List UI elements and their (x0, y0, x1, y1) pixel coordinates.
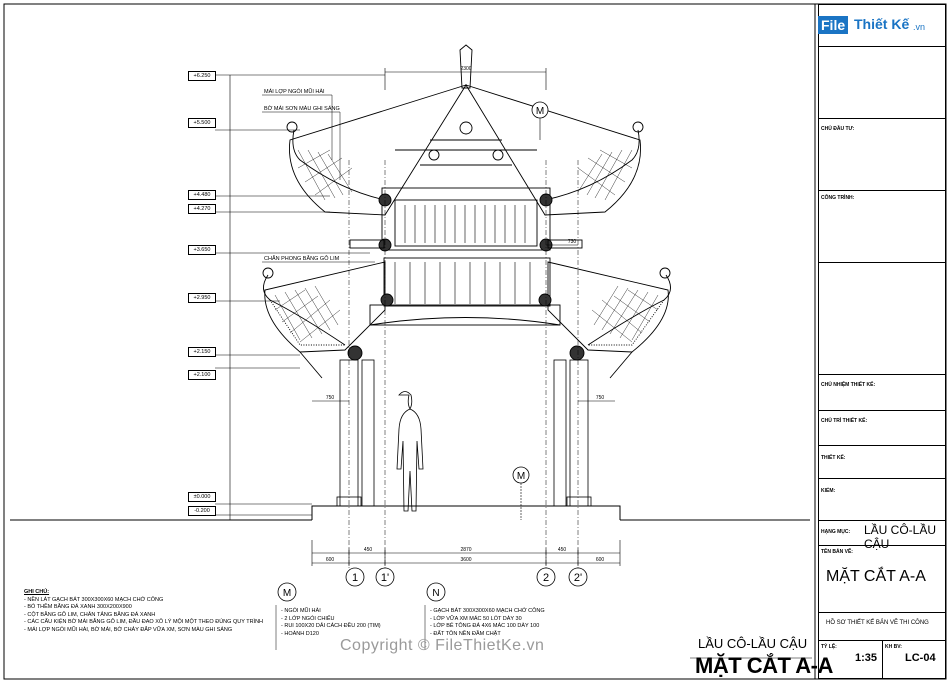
svg-text:450: 450 (364, 547, 373, 553)
roof-hatch-upper (297, 149, 633, 201)
logo-file: File (818, 16, 849, 34)
svg-text:M: M (536, 106, 544, 117)
level-tag: ±0.000 (188, 492, 216, 502)
legend-m-line: - RUI 100X20 DẢI CÁCH ĐỀU 200 (TIM) (281, 623, 381, 630)
level-tag: +6.250 (188, 71, 216, 81)
scale-label: TỶ LỆ: (821, 644, 837, 650)
sheet-code-label: KH BV: (885, 644, 902, 650)
level-tag: +3.650 (188, 245, 216, 255)
svg-text:M: M (283, 588, 291, 599)
legend-marker-m (277, 582, 297, 602)
drawing-title-small: LẦU CÔ-LẦU CẬU (698, 636, 808, 651)
sheet-frame (3, 3, 947, 680)
sheet-name-value: MẶT CẮT A-A (826, 568, 926, 585)
annotation-roof-tile: MÁI LỢP NGÓI MŨI HÀI (264, 88, 325, 95)
general-notes: GHI CHÚ: - NỀN LÁT GẠCH BÁT 300X300X60 M… (24, 589, 263, 635)
annotation-wood-panel: CHẮN PHONG BẰNG GỖ LIM (264, 254, 340, 262)
legend-n: - GẠCH BÁT 300X300X60 MẠCH CHỚ CÔNG - LỚ… (430, 608, 545, 638)
logo: File Thiết Kế .vn (818, 10, 946, 42)
axis-label-1: 1 (352, 572, 358, 584)
level-tag: +4.270 (188, 204, 216, 214)
upper-roof (286, 44, 644, 252)
checker-label: KIỂM: (821, 488, 836, 494)
lower-roof (262, 257, 671, 379)
legend-n-line: - LỚP VỮA XM MÁC 50 LÓT DÀY 30 (430, 615, 522, 622)
dim-overall: 3600 (460, 557, 471, 563)
lead-designer-label: CHỦ NHIỆM THIẾT KẾ: (821, 382, 876, 388)
note-line: - CỘT BẰNG GỖ LIM, CHÂN TẢNG BẰNG ĐÁ XAN… (24, 611, 156, 618)
legend-n-line: - LỚP BÊ TÔNG ĐÁ 4X6 MÁC 100 DÀY 100 (430, 623, 540, 630)
legend-m: - NGÓI MŨI HÀI - 2 LỚP NGÓI CHIẾU - RUI … (281, 608, 381, 638)
project-label: CÔNG TRÌNH: (821, 195, 855, 201)
legend-n-line: - GẠCH BÁT 300X300X60 MẠCH CHỚ CÔNG (430, 608, 545, 614)
item-label: HẠNG MỤC: (821, 529, 851, 535)
chief-designer-label: CHỦ TRÌ THIẾT KẾ: (821, 418, 868, 424)
note-line: - CÁC CẤU KIỆN BỜ MÁI BẰNG GỖ LIM, ĐẦU Đ… (24, 619, 264, 626)
legend-n-line: - ĐẤT TÔN NỀN ĐẦM CHẶT (430, 630, 501, 637)
dim-left-overhang: 750 (326, 395, 335, 401)
note-line: - MÁI LỢP NGÓI MŨI HÀI, BỜ MÁI, BỜ CHẢY … (24, 626, 233, 633)
svg-text:450: 450 (558, 547, 567, 553)
scale-value: 1:35 (855, 652, 878, 664)
annotation-leaders (262, 94, 375, 263)
level-tag: +2.150 (188, 347, 216, 357)
columns (336, 359, 592, 507)
axis-label-2p: 2' (574, 572, 582, 584)
note-line: - NỀN LÁT GẠCH BÁT 300X300X60 MẠCH CHỚ C… (24, 596, 164, 603)
axis-label-2: 2 (543, 572, 549, 584)
svg-text:600: 600 (326, 557, 335, 563)
design-stage: HỒ SƠ THIẾT KẾ BẢN VẼ THI CÔNG (826, 620, 929, 626)
logo-name: Thiết Kế (854, 16, 910, 32)
legend-marker-n (426, 582, 446, 602)
dim-right-overhang: 750 (596, 395, 605, 401)
svg-text:600: 600 (596, 557, 605, 563)
sheet-code-value: LC-04 (905, 652, 936, 664)
svg-text:M: M (517, 471, 525, 482)
level-ruler (215, 74, 385, 520)
note-line: - BÓ THỀM BẰNG ĐÁ XANH 300X200X900 (24, 604, 132, 611)
notes-title: GHI CHÚ: (24, 589, 50, 595)
roof-hatch-lower (274, 285, 659, 343)
item-value: LẦU CÔ-LẦU CẬU (864, 523, 937, 551)
svg-text:N: N (432, 588, 439, 599)
annotation-ridge-paint: BỜ MÁI SƠN MÀU GHI SÁNG (264, 105, 340, 112)
legend-m-line: - NGÓI MŨI HÀI (281, 608, 321, 614)
legend-m-line: - 2 LỚP NGÓI CHIẾU (281, 615, 335, 622)
human-silhouette (396, 391, 424, 512)
platform (311, 505, 621, 520)
owner-label: CHỦ ĐẦU TƯ: (821, 126, 855, 132)
level-tag: +2.100 (188, 370, 216, 380)
dim-top (384, 68, 547, 90)
drawing-title: MẶT CẮT A-A (695, 653, 833, 678)
svg-text:730: 730 (568, 239, 577, 245)
logo-domain: .vn (913, 22, 926, 32)
dim-bottom (311, 540, 621, 566)
designer-label: THIẾT KẾ: (821, 455, 846, 461)
level-tag: +4.480 (188, 190, 216, 200)
level-tag: -0.200 (188, 506, 216, 516)
axis-label-1p: 1' (381, 572, 389, 584)
axis-bubbles (345, 567, 588, 587)
level-tag: +2.950 (188, 293, 216, 303)
dim-top-span: 2300 (460, 66, 471, 72)
level-tag: +5.500 (188, 118, 216, 128)
legend-m-line: - HOÀNH D120 (281, 630, 319, 637)
watermark: Copyright © FileThietKe.vn (340, 637, 545, 654)
sheet-name-label: TÊN BẢN VẼ: (821, 549, 853, 555)
dim-inner: 2870 (460, 547, 471, 553)
axis-lines (348, 160, 579, 570)
